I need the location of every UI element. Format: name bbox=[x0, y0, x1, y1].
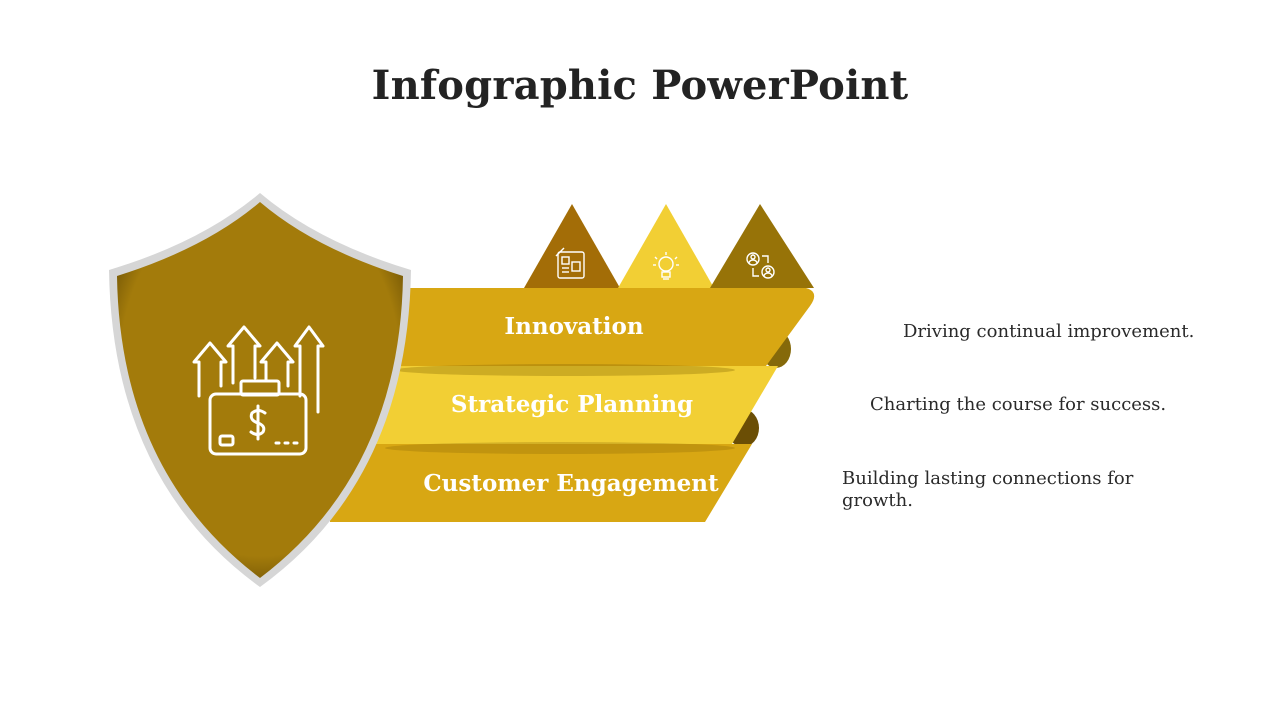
shield bbox=[109, 193, 411, 587]
blueprint-icon bbox=[555, 247, 585, 279]
lightbulb-icon bbox=[653, 252, 679, 280]
description-strategic-planning: Charting the course for success. bbox=[870, 394, 1167, 415]
band-label-innovation: Innovation bbox=[504, 313, 644, 340]
band-customer-engagement bbox=[330, 442, 752, 522]
band-label-customer-engagement: Customer Engagement bbox=[423, 470, 719, 497]
triangle-lightbulb bbox=[618, 204, 714, 288]
triangle-blueprint bbox=[524, 204, 620, 288]
briefcase-growth-arrows-icon bbox=[192, 325, 325, 456]
band-strategic-planning bbox=[360, 364, 778, 444]
triangle-people-network bbox=[710, 204, 814, 288]
page-title: Infographic PowerPoint bbox=[371, 62, 909, 109]
description-innovation: Driving continual improvement. bbox=[903, 321, 1195, 342]
band-label-strategic-planning: Strategic Planning bbox=[451, 391, 693, 418]
description-customer-engagement: Building lasting connections for growth. bbox=[842, 468, 1134, 511]
band-innovation bbox=[380, 288, 815, 366]
people-network-icon bbox=[746, 252, 775, 279]
